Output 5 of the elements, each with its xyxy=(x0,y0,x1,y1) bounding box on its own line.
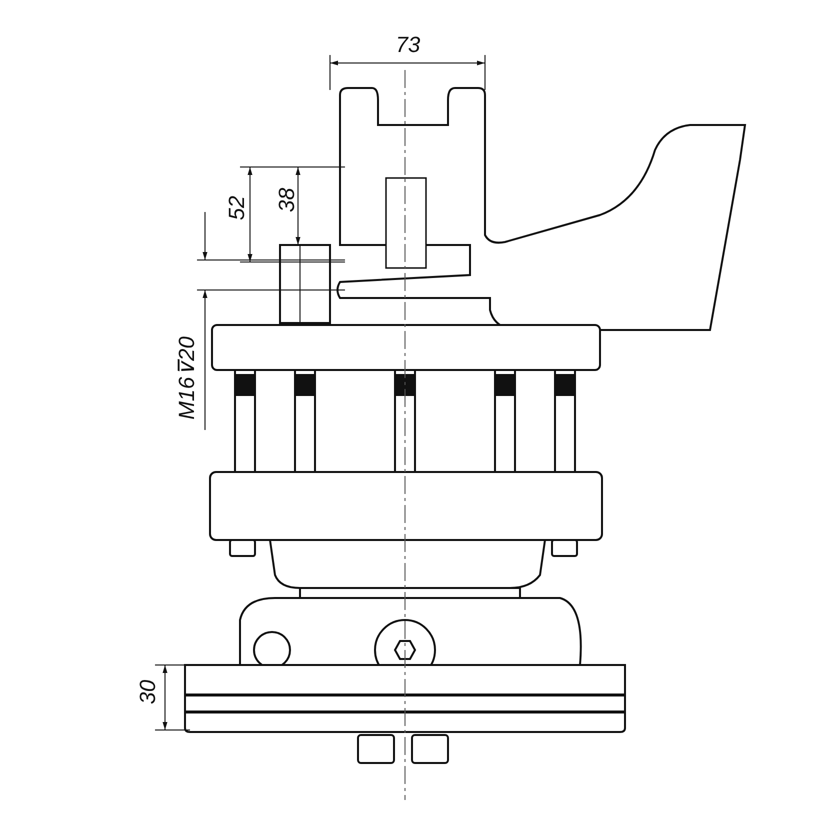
dimension-label: 38 xyxy=(276,188,298,212)
dimension-label: 73 xyxy=(396,34,420,56)
dimension-label: 30 xyxy=(137,680,159,704)
dimension-label: 52 xyxy=(226,196,248,220)
dimension-label: M16⊽20 xyxy=(176,336,198,420)
